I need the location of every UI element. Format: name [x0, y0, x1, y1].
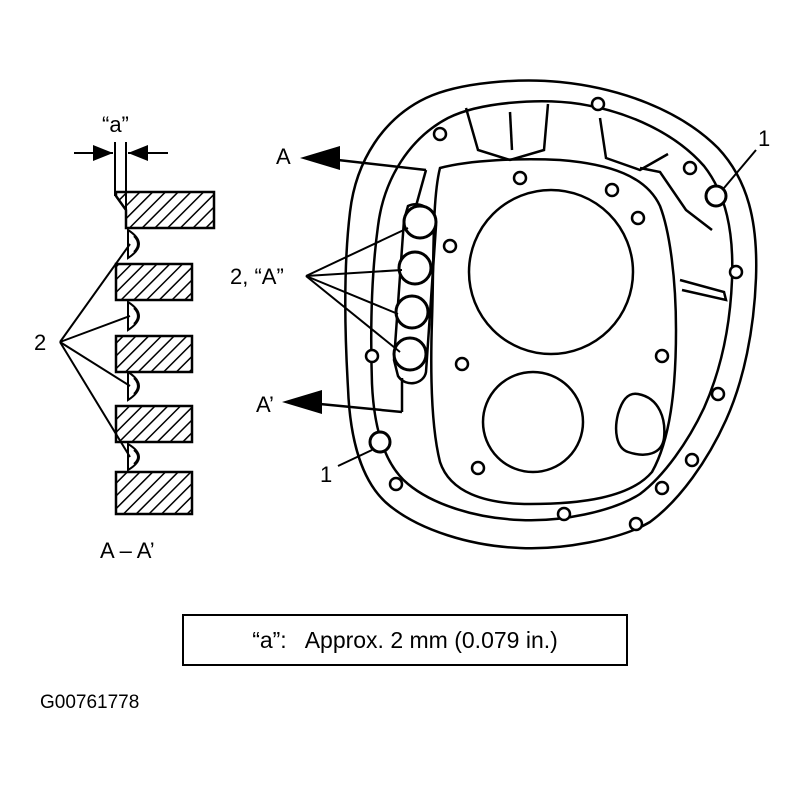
note-value: Approx. 2 mm (0.079 in.) [304, 626, 558, 653]
section-label: A – A’ [100, 538, 155, 563]
hatched-plates [114, 190, 216, 516]
note-key: “a”: [252, 626, 287, 653]
dowel-pin-bottom [368, 430, 392, 454]
arrow-A [300, 146, 340, 170]
leader-lines-2 [59, 243, 131, 458]
lower-bore [481, 370, 585, 474]
housing-inner-outline [370, 100, 734, 522]
figure-id: G00761778 [40, 692, 140, 713]
sealant-points [392, 203, 438, 385]
housing-outer-outline [343, 79, 758, 550]
housing-gasket [343, 79, 758, 550]
label-A: A [276, 144, 291, 169]
inner-plate-outline [430, 158, 678, 506]
label-A-prime: A’ [256, 392, 274, 417]
item-1-bottom-label: 1 [320, 462, 332, 487]
item-1-top-label: 1 [758, 126, 770, 151]
dowel-pin-top [704, 184, 728, 208]
item-2A-label: 2, “A” [230, 264, 284, 289]
leader-lines-2A [305, 227, 409, 353]
item-2-label: 2 [34, 330, 46, 355]
sealant-beads [127, 228, 140, 472]
section-view: “a” 2 A – A’ [34, 112, 216, 563]
dim-a-label: “a” [102, 112, 129, 137]
dowel-pins [368, 184, 728, 454]
upper-bore [467, 188, 635, 356]
bolt-holes [364, 96, 744, 532]
arrow-A-prime [282, 390, 322, 414]
dimension-note-box: “a”: Approx. 2 mm (0.079 in.) [182, 614, 628, 666]
section-cut-line [319, 158, 428, 414]
